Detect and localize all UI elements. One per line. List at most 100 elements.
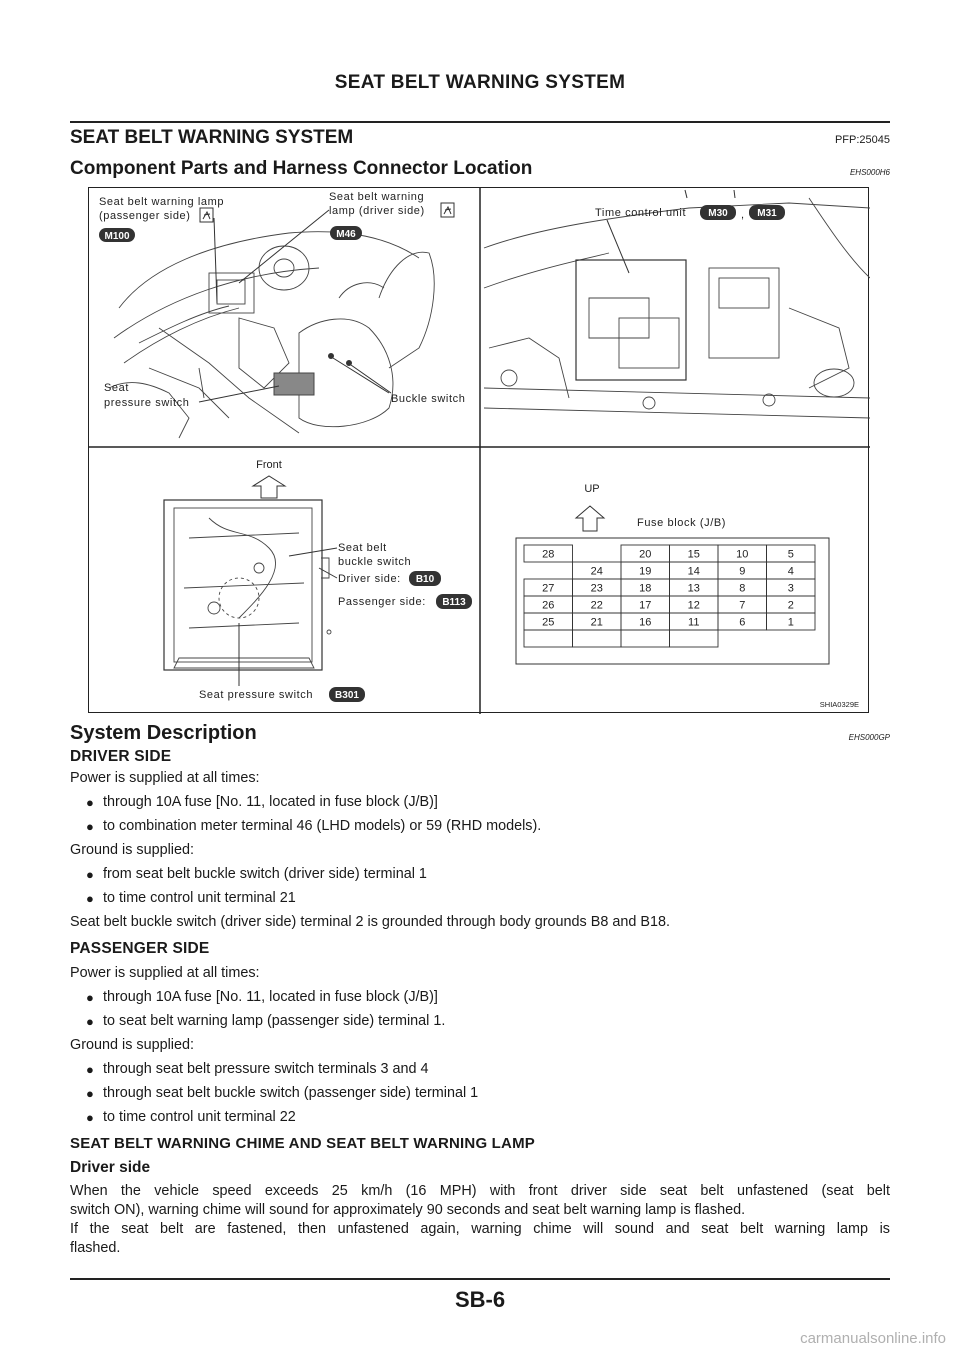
connector-m46-badge xyxy=(330,226,362,240)
chime-para2-line1: If the seat belt are fastened, then unfa… xyxy=(70,1221,890,1237)
fuse-cell-empty xyxy=(669,629,719,648)
fuse-number: 8 xyxy=(739,583,745,595)
fuse-number: 18 xyxy=(639,583,651,595)
connector-m100-badge xyxy=(99,228,135,242)
interior-illustration xyxy=(108,231,435,439)
label-front: Front xyxy=(256,459,282,471)
list-item: ● to combination meter terminal 46 (LHD m… xyxy=(86,817,542,836)
label-lamp-passenger-line2: (passenger side) xyxy=(99,210,191,222)
label-seat-pressure-line2: pressure switch xyxy=(104,397,189,409)
fuse-number: 23 xyxy=(591,583,603,595)
fuse-number: 15 xyxy=(688,549,700,561)
fuse-number: 22 xyxy=(591,600,603,612)
label-lamp-driver-line2: lamp (driver side) xyxy=(329,205,425,217)
label-seat-pressure-switch: Seat pressure switch xyxy=(199,689,313,701)
passenger-power-text: Power is supplied at all times: xyxy=(70,965,260,981)
fuse-number: 4 xyxy=(788,566,794,578)
fuse-cell xyxy=(766,612,816,631)
passenger-ground-text: Ground is supplied: xyxy=(70,1037,194,1053)
lamp-driver-icon xyxy=(440,202,455,218)
bullet-icon: ● xyxy=(86,1014,94,1029)
bullet-icon: ● xyxy=(86,990,94,1005)
label-lamp-driver-line1: Seat belt warning xyxy=(329,191,424,203)
connector-b301: B301 xyxy=(335,690,359,701)
chime-para1-line2: switch ON), warning chime will sound for… xyxy=(70,1202,746,1218)
fuse-number: 9 xyxy=(739,566,745,578)
tcu-illustration xyxy=(483,189,871,419)
fuse-number: 10 xyxy=(736,549,748,561)
label-buckle-switch: Buckle switch xyxy=(391,393,465,405)
driver-side-heading: DRIVER SIDE xyxy=(70,748,172,765)
figure-svg: .lb { font-size:11px; fill:#222; letter-… xyxy=(89,188,871,714)
fuse-number: 1 xyxy=(788,617,794,629)
fuse-number: 13 xyxy=(688,583,700,595)
fuse-number: 7 xyxy=(739,600,745,612)
list-item: ●through 10A fuse [No. 11, located in fu… xyxy=(86,793,438,812)
fuse-cell xyxy=(523,544,573,563)
chime-driver-heading: Driver side xyxy=(70,1159,151,1176)
section-title: SEAT BELT WARNING SYSTEM xyxy=(70,127,354,148)
bullet-icon: ● xyxy=(86,819,94,834)
connector-m31-badge xyxy=(749,205,785,220)
fuse-number: 12 xyxy=(688,600,700,612)
fuse-cell-empty xyxy=(620,629,670,648)
fuse-number: 17 xyxy=(639,600,651,612)
fuse-number: 27 xyxy=(542,583,554,595)
fuse-number: 16 xyxy=(639,617,651,629)
pfp-code: PFP:25045 xyxy=(834,134,890,146)
label-passenger-side: Passenger side: xyxy=(338,596,426,608)
chime-para2-line2: flashed. xyxy=(70,1240,121,1256)
bullet-icon: ● xyxy=(86,867,94,882)
front-arrow-icon xyxy=(251,475,287,499)
passenger-side-heading: PASSENGER SIDE xyxy=(70,940,210,957)
tcu-labels: Time control unit M30 , M31 xyxy=(595,205,785,274)
connector-m46: M46 xyxy=(336,229,356,240)
fuse-number: 6 xyxy=(739,617,745,629)
figure-id: SHIA0329E xyxy=(820,700,859,709)
list-item: ● to time control unit terminal 22 xyxy=(86,1108,296,1127)
label-buckle-switch-line2: buckle switch xyxy=(338,556,411,568)
fuse-number: 19 xyxy=(639,566,651,578)
fuse-number: 3 xyxy=(788,583,794,595)
chime-lamp-heading: SEAT BELT WARNING CHIME AND SEAT BELT WA… xyxy=(70,1135,535,1152)
fuse-cell-empty xyxy=(523,629,573,648)
fuse-number: 14 xyxy=(688,566,700,578)
list-item: ●through 10A fuse [No. 11, located in fu… xyxy=(86,988,438,1007)
lamp-passenger-icon xyxy=(199,207,214,223)
fuse-cell-empty xyxy=(572,629,622,648)
running-header: SEAT BELT WARNING SYSTEM xyxy=(334,72,626,93)
list-item: ●to time control unit terminal 21 xyxy=(86,889,296,908)
seat-frame-labels: Front Seat belt buckle switch Driver sid… xyxy=(199,459,472,702)
fuse-number: 28 xyxy=(542,549,554,561)
footer-rule xyxy=(70,1278,890,1280)
list-item: ● from seat belt buckle switch (driver si… xyxy=(86,865,427,884)
bullet-icon: ● xyxy=(86,1110,94,1125)
list-item-text: through seat belt pressure switch termin… xyxy=(103,1061,429,1077)
component-location-figure: .lb { font-size:11px; fill:#222; letter-… xyxy=(88,187,871,714)
bullet-icon: ● xyxy=(86,1062,94,1077)
list-item-text: through 10A fuse [No. 11, located in fus… xyxy=(103,794,438,810)
label-fuse-block: Fuse block (J/B) xyxy=(637,517,726,529)
fuse-number: 11 xyxy=(688,617,699,629)
list-item-text: to combination meter terminal 46 (LHD mo… xyxy=(103,818,542,834)
page-number: SB-6 xyxy=(454,1287,506,1312)
connector-b301-badge xyxy=(329,687,365,702)
list-item-text: to seat belt warning lamp (passenger sid… xyxy=(103,1013,446,1029)
driver-power-text: Power is supplied at all times: xyxy=(70,770,260,786)
connector-b10-badge xyxy=(409,571,441,586)
list-item: ● to seat belt warning lamp (passenger si… xyxy=(86,1012,446,1031)
fuse-number: 21 xyxy=(591,617,603,629)
list-item-text: from seat belt buckle switch (driver sid… xyxy=(103,866,427,882)
fuse-number: 25 xyxy=(542,617,554,629)
list-item-text: to time control unit terminal 22 xyxy=(103,1109,296,1125)
list-item-text: to time control unit terminal 21 xyxy=(103,890,296,906)
component-heading: Component Parts and Harness Connector Lo… xyxy=(70,158,533,179)
connector-m100: M100 xyxy=(104,231,129,242)
label-buckle-switch-line1: Seat belt xyxy=(338,542,387,554)
header-rule xyxy=(70,121,890,123)
driver-ground-note: Seat belt buckle switch (driver side) te… xyxy=(70,914,670,930)
seat-frame-illustration xyxy=(163,475,332,671)
label-driver-side: Driver side: xyxy=(338,573,401,585)
system-description-code: EHS000GP xyxy=(848,733,890,742)
